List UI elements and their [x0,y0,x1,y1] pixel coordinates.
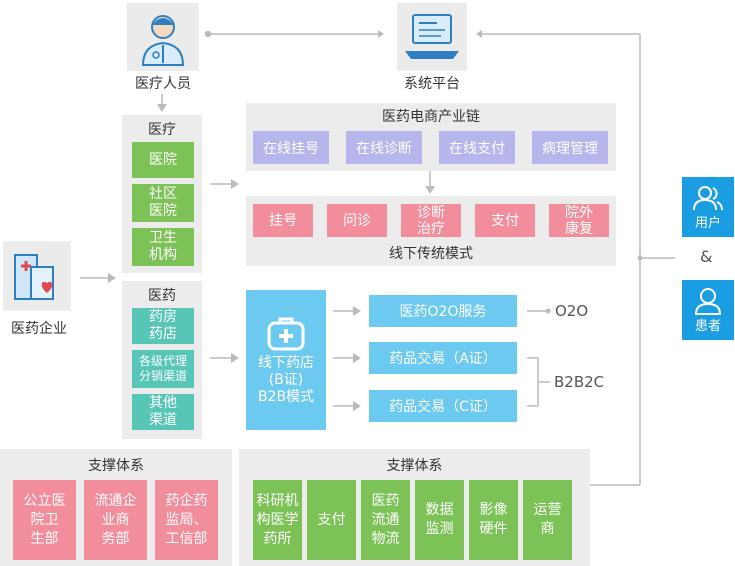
system-platform-icon-box [397,3,467,71]
drug-trade-a: 药品交易（A证） [369,342,517,374]
patient-label: 患者 [694,318,721,334]
support-research: 科研机 构医学 药所 [253,480,302,560]
support-right-title: 支撑体系 [386,458,443,474]
pathology-management: 病理管理 [532,131,608,164]
o2o-service: 医药O2O服务 [369,295,517,327]
laptop-icon [405,14,459,59]
pharma-title: 医药 [148,288,176,304]
medical-item-health-institution: 卫生 机构 [132,228,194,266]
chain-title: 医药电商产业链 [382,109,480,125]
medical-kit-icon [267,317,305,350]
offline-payment: 支付 [475,204,535,237]
patient-box: 患者 [682,280,734,340]
users-icon [693,185,723,210]
support-operator: 运营 商 [523,480,572,560]
support-payment: 支付 [307,480,356,560]
online-registration: 在线挂号 [253,131,329,164]
user-label: 用户 [694,215,721,231]
offline-title: 线下传统模式 [389,246,473,262]
offline-diagnosis-treatment: 诊断 治疗 [401,204,461,237]
medical-staff-icon-box [127,3,199,71]
enterprise-label: 医药企业 [11,321,67,337]
support-imaging-hardware: 影像 硬件 [469,480,518,560]
offline-pharmacy-box: 线下药店 (B证) B2B模式 [246,290,326,430]
support-regulators: 药企药 监局、 工信部 [155,480,218,560]
offline-rehabilitation: 院外 康复 [549,204,609,237]
ampersand: & [700,247,713,266]
doctor-icon [141,15,185,66]
medical-item-community-hospital: 社区 医院 [132,184,194,222]
support-left-title: 支撑体系 [88,458,144,474]
hospital-building-icon [14,254,54,300]
medical-staff-label: 医疗人员 [135,76,191,92]
user-box: 用户 [682,177,734,237]
online-diagnosis: 在线诊断 [346,131,422,164]
medical-title: 医疗 [148,122,176,138]
o2o-tag: O2O [555,302,589,320]
support-data-monitoring: 数据 监测 [415,480,464,560]
enterprise-icon-box [3,241,71,311]
support-logistics: 医药 流通 物流 [361,480,410,560]
pharma-item-pharmacy: 药房 药店 [132,308,194,344]
pharma-item-agent-channels: 各级代理 分销渠道 [132,350,194,388]
online-payment: 在线支付 [439,131,515,164]
person-icon [694,287,722,315]
drug-trade-c: 药品交易（C证） [369,390,517,422]
pharma-item-other-channels: 其他 渠道 [132,394,194,430]
system-platform-label: 系统平台 [404,76,460,92]
pharmacy-text: 线下药店 (B证) B2B模式 [257,354,315,405]
support-commerce: 流通企 业商 务部 [84,480,147,560]
support-public-hospital: 公立医 院卫 生部 [13,480,76,560]
offline-consultation: 问诊 [327,204,387,237]
b2b2c-tag: B2B2C [554,373,605,391]
offline-registration: 挂号 [253,204,313,237]
medical-item-hospital: 医院 [132,142,194,178]
